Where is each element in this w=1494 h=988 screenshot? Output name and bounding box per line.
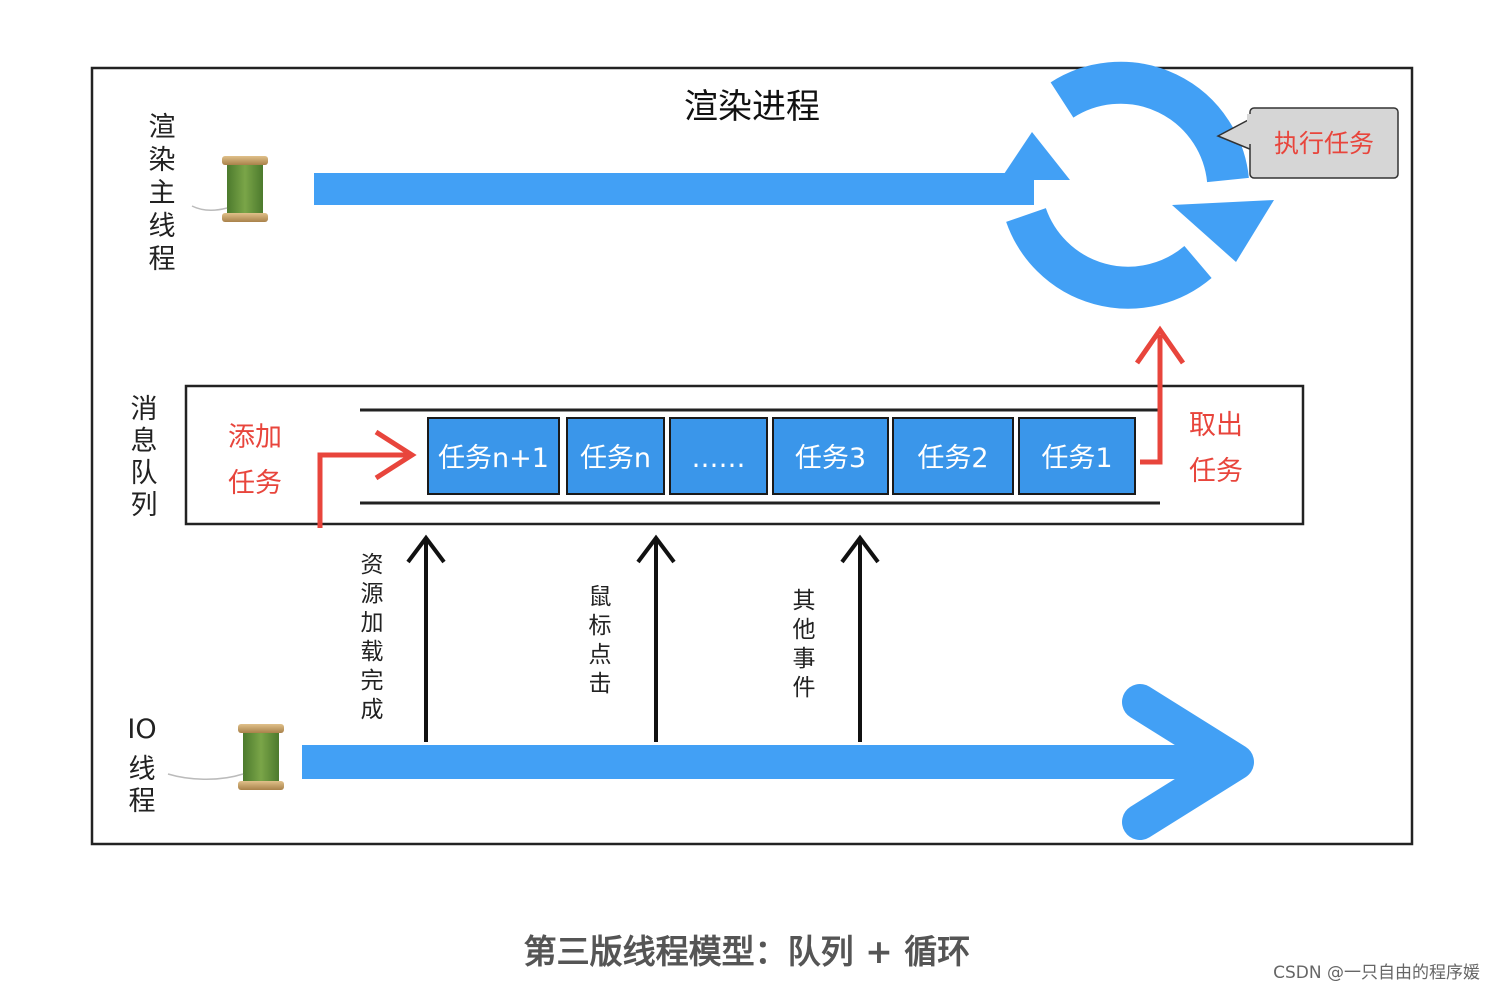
io-thread-arrow — [302, 684, 1254, 840]
main-thread-spool-icon — [191, 156, 268, 222]
event-label-char: 事 — [793, 646, 816, 672]
event-arrow — [840, 534, 880, 742]
take-task-arrow — [1134, 325, 1186, 465]
event-label-char: 标 — [589, 613, 612, 639]
event-loop-cycle-icon — [1000, 61, 1274, 309]
task-cell — [892, 417, 1014, 495]
execute-task-text: 执行任务 — [1274, 129, 1374, 158]
message-queue-label-char: 队 — [131, 458, 158, 489]
event-label-char: 成 — [361, 697, 384, 723]
process-frame — [90, 66, 1414, 846]
task-label: 任务n — [580, 443, 651, 474]
task-cell — [427, 417, 560, 495]
task-cell — [566, 417, 665, 495]
process-title: 渲染进程 — [684, 87, 820, 127]
main-thread-label-char: 渲 — [149, 112, 176, 143]
event-label-char: 完 — [361, 668, 384, 694]
event-label-char: 击 — [589, 671, 612, 697]
event-label-char: 件 — [793, 675, 816, 701]
main-thread-label-char: 染 — [149, 145, 176, 176]
task-queue: 任务n+1 任务n …… 任务3 任务2 任务1 — [427, 417, 1136, 495]
watermark: CSDN @一只自由的程序媛 — [1273, 963, 1480, 983]
add-task-line: 任务 — [228, 468, 282, 499]
event-label-char: 点 — [589, 642, 612, 668]
task-label: 任务3 — [795, 443, 866, 474]
io-label-part: 程 — [129, 786, 156, 817]
io-label-part: IO — [127, 714, 156, 745]
task-cell — [1018, 417, 1136, 495]
add-task-arrow — [317, 429, 417, 528]
task-cell — [669, 417, 768, 495]
take-task-line: 取出 — [1189, 410, 1243, 441]
event-arrow — [406, 534, 446, 742]
event-label-char: 资 — [361, 552, 384, 578]
io-thread-label: IO 线程 — [127, 714, 156, 817]
main-thread-label-char: 程 — [149, 244, 176, 275]
message-queue-label-char: 列 — [131, 490, 158, 521]
task-label: 任务2 — [917, 443, 988, 474]
take-task-line: 任务 — [1189, 456, 1243, 487]
io-thread-spool-icon — [167, 724, 284, 790]
task-label: 任务n+1 — [438, 443, 549, 474]
io-label-part: 线 — [129, 754, 156, 785]
event-label-char: 他 — [793, 617, 816, 643]
main-thread-bar — [314, 173, 1034, 205]
main-thread-label-char: 线 — [149, 211, 176, 242]
message-queue-box — [184, 384, 1305, 526]
event-label-char: 源 — [361, 581, 384, 607]
task-cell — [772, 417, 889, 495]
message-queue-label-char: 消 — [131, 394, 158, 425]
main-thread-label-char: 主 — [149, 178, 176, 209]
figure-caption: 第三版线程模型：队列 + 循环 — [523, 932, 971, 971]
event-label-char: 载 — [361, 639, 384, 665]
task-label: …… — [692, 443, 746, 474]
event-label-char: 加 — [361, 610, 384, 636]
event-label-char: 鼠 — [589, 584, 612, 610]
task-label: 任务1 — [1041, 443, 1112, 474]
event-arrow — [636, 534, 676, 742]
add-task-line: 添加 — [228, 422, 282, 453]
event-label-char: 其 — [793, 588, 816, 614]
message-queue-label-char: 息 — [131, 426, 158, 457]
execute-task-callout: 执行任务 — [1216, 107, 1399, 179]
